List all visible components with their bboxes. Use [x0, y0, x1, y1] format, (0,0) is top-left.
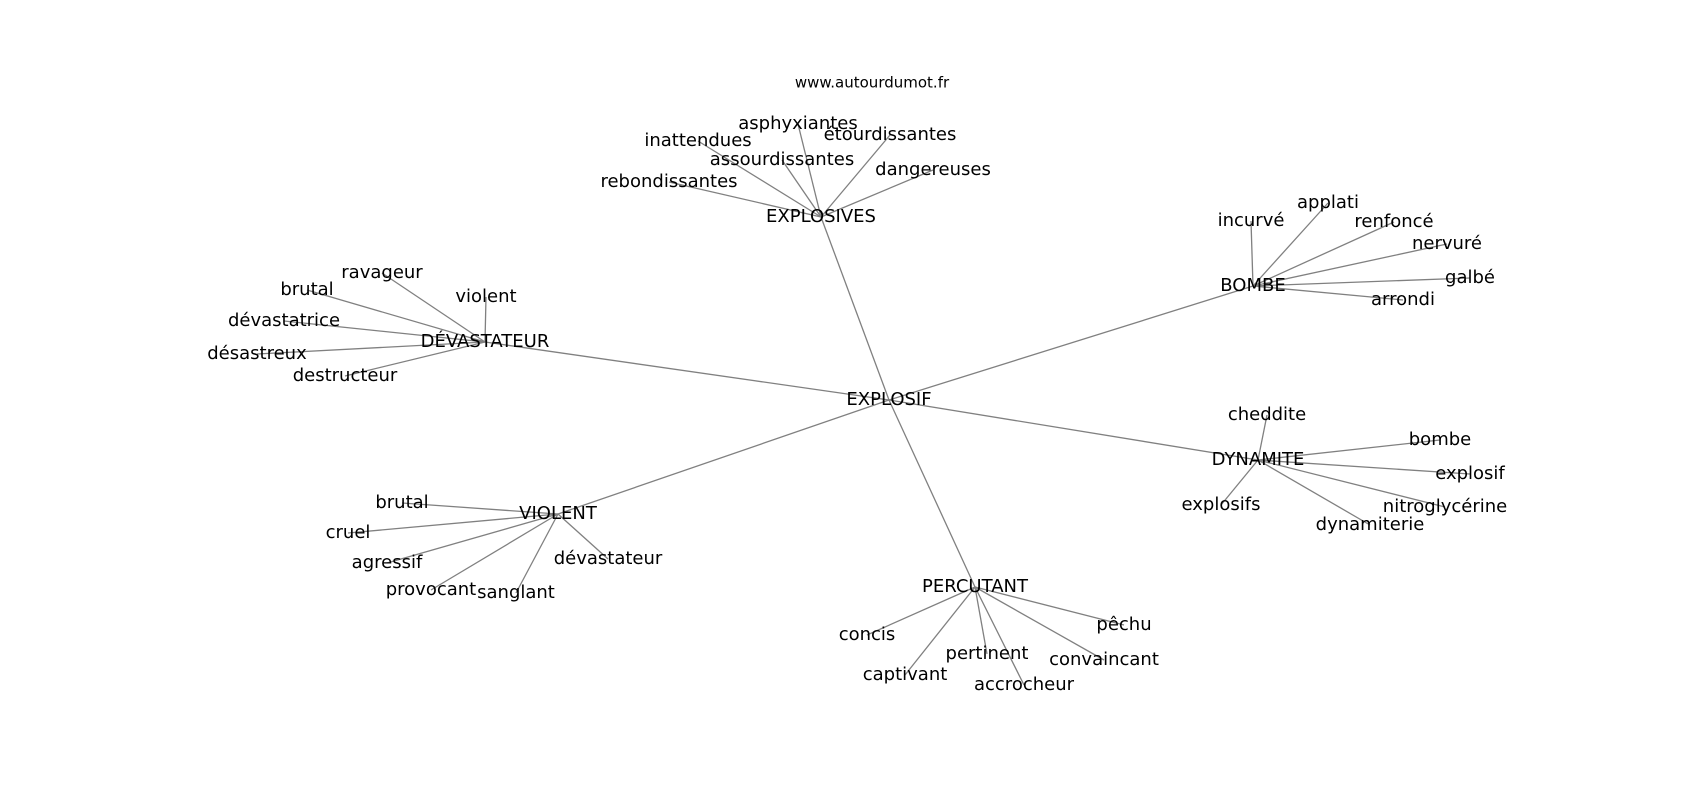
edge-violent-cruel: [347, 513, 559, 534]
node-leaf-captivant: captivant: [863, 664, 948, 685]
node-leaf-accrocheur: accrocheur: [974, 674, 1075, 695]
edge-center-percutant: [888, 399, 976, 588]
node-leaf-agressif: agressif: [352, 552, 423, 573]
edge-dynamite-cheddite: [1257, 414, 1268, 461]
node-leaf-asphyxiantes: asphyxiantes: [738, 113, 858, 134]
node-leaf-arrondi: arrondi: [1371, 289, 1435, 310]
node-leaf-sanglant: sanglant: [477, 582, 555, 603]
node-hub-devastateur: DÉVASTATEUR: [421, 330, 550, 352]
node-leaf-provocant: provocant: [386, 579, 477, 600]
edge-devastateur-destructeur: [344, 341, 486, 377]
edge-explosives-assourdissantes: [781, 159, 822, 218]
node-leaf-rebondissantes: rebondissantes: [600, 171, 737, 192]
node-leaf-violent: violent: [455, 286, 516, 307]
edge-dynamite-explosif: [1257, 459, 1471, 475]
edge-devastateur-devastatrice: [283, 320, 486, 343]
node-hub-bombe: BOMBE: [1220, 275, 1285, 296]
edge-explosives-etourdissantes: [820, 134, 891, 218]
node-hub-violent: VIOLENT: [519, 503, 598, 524]
node-leaf-devastateur: dévastateur: [554, 548, 663, 569]
edge-center-explosives: [820, 216, 890, 401]
edge-dynamite-nitroglycerine: [1257, 459, 1446, 508]
edge-percutant-accrocheur: [974, 586, 1025, 686]
edge-bombe-renfonce: [1252, 221, 1395, 287]
node-leaf-concis: concis: [839, 624, 896, 645]
node-leaf-inattendues: inattendues: [644, 130, 751, 151]
edge-center-devastateur: [484, 341, 890, 401]
edge-violent-agressif: [386, 513, 559, 564]
edge-percutant-convaincant: [974, 586, 1105, 661]
graph-edges: [256, 123, 1471, 686]
edge-explosives-inattendues: [697, 140, 822, 218]
node-hub-dynamite: DYNAMITE: [1212, 449, 1305, 470]
node-leaf-etourdissantes: étourdissantes: [824, 124, 957, 145]
edge-percutant-pechu: [974, 586, 1125, 626]
edge-dynamite-bombe: [1257, 439, 1441, 461]
node-leaf-renfonce: renfoncé: [1354, 211, 1433, 232]
node-leaf-ravageur: ravageur: [341, 262, 423, 283]
watermark-text: www.autourdumot.fr: [795, 74, 950, 92]
edge-devastateur-ravageur: [381, 272, 486, 343]
node-hub-percutant: PERCUTANT: [922, 576, 1029, 597]
edge-percutant-concis: [866, 586, 976, 636]
node-leaf-pechu: pêchu: [1096, 614, 1151, 635]
edge-bombe-applati: [1252, 202, 1329, 287]
node-leaf-nervure: nervuré: [1412, 233, 1482, 254]
edge-devastateur-brutal: [306, 289, 486, 343]
node-hub-explosives: EXPLOSIVES: [766, 206, 876, 227]
edge-bombe-nervure: [1252, 243, 1448, 287]
edge-dynamite-explosifs: [1220, 459, 1259, 506]
node-leaf-pertinent: pertinent: [946, 643, 1029, 664]
node-leaf-cheddite: cheddite: [1228, 404, 1306, 425]
node-center-explosif: EXPLOSIF: [846, 389, 931, 410]
edge-percutant-pertinent: [974, 586, 988, 655]
node-leaf-brutal: brutal: [375, 492, 428, 513]
node-leaf-explosifs: explosifs: [1182, 494, 1261, 515]
edge-center-violent: [557, 399, 890, 515]
node-leaf-bombe: bombe: [1409, 429, 1471, 450]
node-leaf-nitroglycerine: nitroglycérine: [1383, 496, 1507, 517]
edge-center-dynamite: [888, 399, 1259, 461]
edge-devastateur-desastreux: [256, 341, 486, 355]
node-leaf-dangereuses: dangereuses: [875, 159, 991, 180]
node-leaf-brutal: brutal: [280, 279, 333, 300]
edge-percutant-captivant: [904, 586, 976, 676]
edge-explosives-asphyxiantes: [797, 123, 822, 218]
node-leaf-cruel: cruel: [326, 522, 371, 543]
node-leaf-incurve: incurvé: [1218, 210, 1285, 231]
edge-center-bombe: [888, 285, 1254, 401]
node-leaf-assourdissantes: assourdissantes: [710, 149, 854, 170]
node-leaf-convaincant: convaincant: [1049, 649, 1159, 670]
node-leaf-destructeur: destructeur: [293, 365, 398, 386]
node-leaf-explosif: explosif: [1435, 463, 1505, 484]
edge-explosives-dangereuses: [820, 169, 934, 218]
node-leaf-galbe: galbé: [1445, 267, 1495, 288]
edge-violent-provocant: [430, 513, 559, 591]
edge-bombe-galbe: [1252, 277, 1471, 287]
edge-dynamite-dynamiterie: [1257, 459, 1371, 526]
edge-bombe-arrondi: [1252, 285, 1404, 301]
node-leaf-desastreux: désastreux: [207, 343, 307, 364]
edge-devastateur-violent: [484, 296, 487, 343]
edge-explosives-rebondissantes: [668, 181, 822, 218]
node-leaf-dynamiterie: dynamiterie: [1316, 514, 1425, 535]
edge-bombe-incurve: [1250, 220, 1254, 287]
node-leaf-applati: applati: [1297, 192, 1359, 213]
node-leaf-devastatrice: dévastatrice: [228, 310, 340, 331]
edge-violent-brutal: [401, 502, 559, 515]
edge-violent-sanglant: [515, 513, 559, 594]
edge-violent-devastateur: [557, 513, 609, 560]
